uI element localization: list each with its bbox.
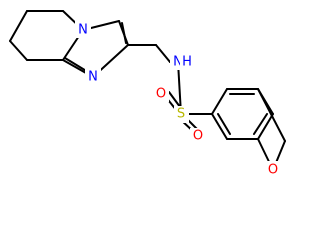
atom-n-amine-label: N: [173, 55, 183, 70]
atom-n-imine: N: [85, 68, 101, 85]
bond-c8-c1: [9, 40, 28, 61]
bond-c6-c5-double: [217, 113, 231, 135]
bond-n-imine-c8a-double: [64, 57, 89, 73]
bond-c1-c2: [9, 10, 28, 42]
bond-ch2a-ch2b: [155, 44, 171, 63]
atom-o-lower-label: O: [193, 129, 203, 144]
bond-c3a-ch2-right: [257, 88, 286, 142]
atom-labels: N N N H S O O O: [75, 21, 281, 178]
atom-h-amine-label: H: [182, 55, 192, 70]
atom-n-bridgehead: N: [75, 21, 91, 38]
atom-o-ring: O: [265, 161, 281, 178]
bond-n-s: [177, 61, 182, 115]
chemical-structure-diagram: N N N H S O O O: [9, 10, 286, 178]
atom-nh: N H: [170, 53, 194, 70]
bonds: [9, 10, 286, 171]
bond-c5-c2i-double: [121, 22, 127, 44]
atom-n-bridgehead-label: N: [78, 23, 88, 38]
atom-o-ring-label: O: [268, 163, 278, 178]
atom-o-upper-label: O: [156, 87, 166, 102]
atom-o-lower: O: [190, 128, 206, 145]
bond-c5-c4: [211, 88, 228, 115]
bond-c6-c5: [211, 113, 228, 140]
atom-o-upper: O: [153, 85, 169, 102]
atom-s-label: S: [177, 107, 185, 122]
atom-n-imine-label: N: [88, 70, 98, 85]
bond-c7a-c7: [257, 113, 274, 140]
bond-c7a-c7-double: [253, 113, 268, 135]
atom-s: S: [174, 106, 189, 123]
